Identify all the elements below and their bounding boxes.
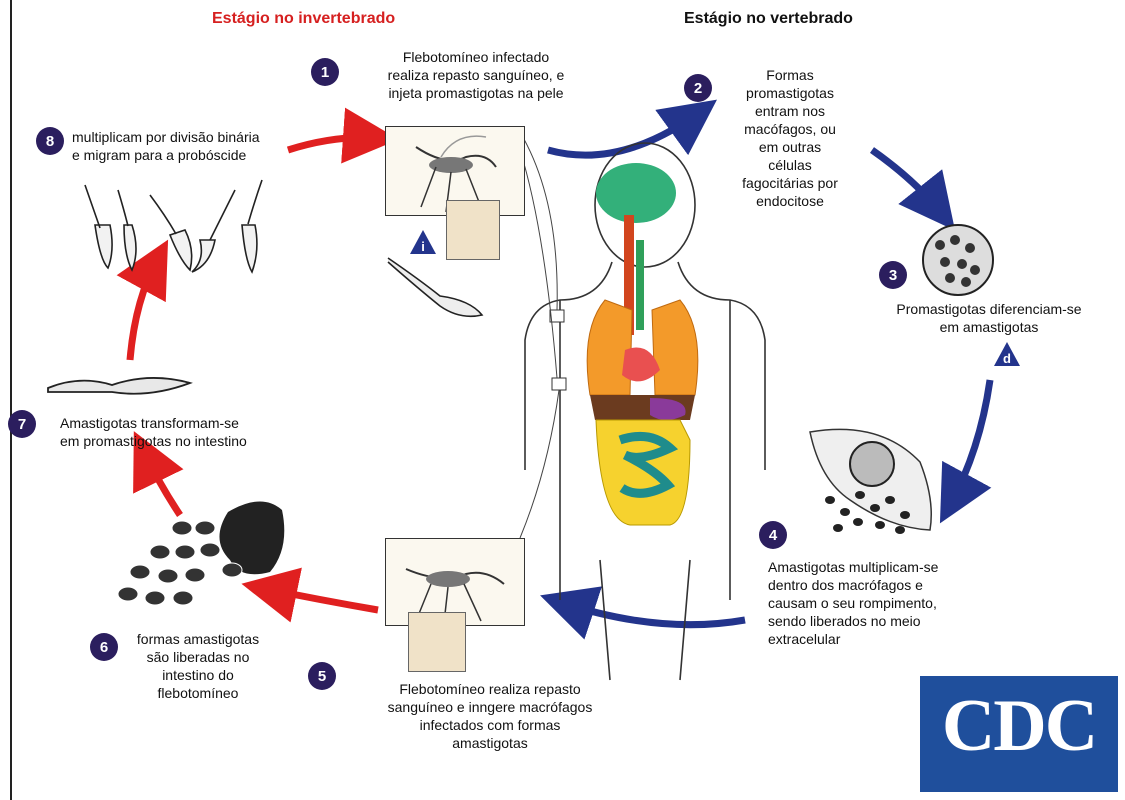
svg-text:i: i (421, 239, 425, 254)
step-2-badge: 2 (684, 74, 712, 102)
step-7-badge: 7 (8, 410, 36, 438)
promastigote-single (388, 258, 482, 316)
step-6-badge: 6 (90, 633, 118, 661)
promastigote-cluster (85, 180, 262, 272)
cdc-logo-text: CDC (920, 684, 1118, 769)
ruptured-macrophage (810, 429, 931, 534)
step-5-badge: 5 (308, 662, 336, 690)
arrow-3-to-4 (950, 380, 990, 505)
promastigote-elongated (48, 378, 190, 394)
arrow-2-to-3 (872, 150, 942, 214)
step-4-text: Amastigotas multiplicam-se dentro dos ma… (768, 558, 1008, 648)
infective-stage-icon: i (408, 228, 438, 256)
released-amastigotes (118, 501, 284, 605)
step-2-text: Formas promastigotas entram nos macófago… (720, 66, 860, 210)
step-4-badge: 4 (759, 521, 787, 549)
cdc-logo: CDC (920, 676, 1118, 792)
arrow-4-to-5 (560, 602, 745, 625)
amastigote-inset (408, 612, 466, 672)
skin-marker-upper (550, 310, 564, 322)
human-organs (587, 163, 698, 525)
step-6-text: formas amastigotas são liberadas no inte… (118, 630, 278, 702)
promastigote-inset (446, 200, 500, 260)
arrow-6-to-7 (143, 450, 180, 515)
step-1-text: Flebotomíneo infectado realiza repasto s… (346, 48, 606, 102)
step-8-badge: 8 (36, 127, 64, 155)
arrow-5-to-6 (262, 588, 378, 610)
step-1-badge: 1 (311, 58, 339, 86)
step-3-text: Promastigotas diferenciam-se em amastigo… (858, 300, 1120, 336)
diagnostic-stage-icon: d (992, 340, 1022, 368)
arrow-7-to-8 (130, 258, 158, 360)
svg-text:d: d (1003, 351, 1011, 366)
step-5-text: Flebotomíneo realiza repasto sanguíneo e… (350, 680, 630, 752)
skin-marker-lower (552, 378, 566, 390)
step-8-text: multiplicam por divisão binária e migram… (72, 128, 332, 164)
step-7-text: Amastigotas transformam-se em promastigo… (60, 414, 320, 450)
infected-macrophage (923, 225, 993, 295)
step-3-badge: 3 (879, 261, 907, 289)
